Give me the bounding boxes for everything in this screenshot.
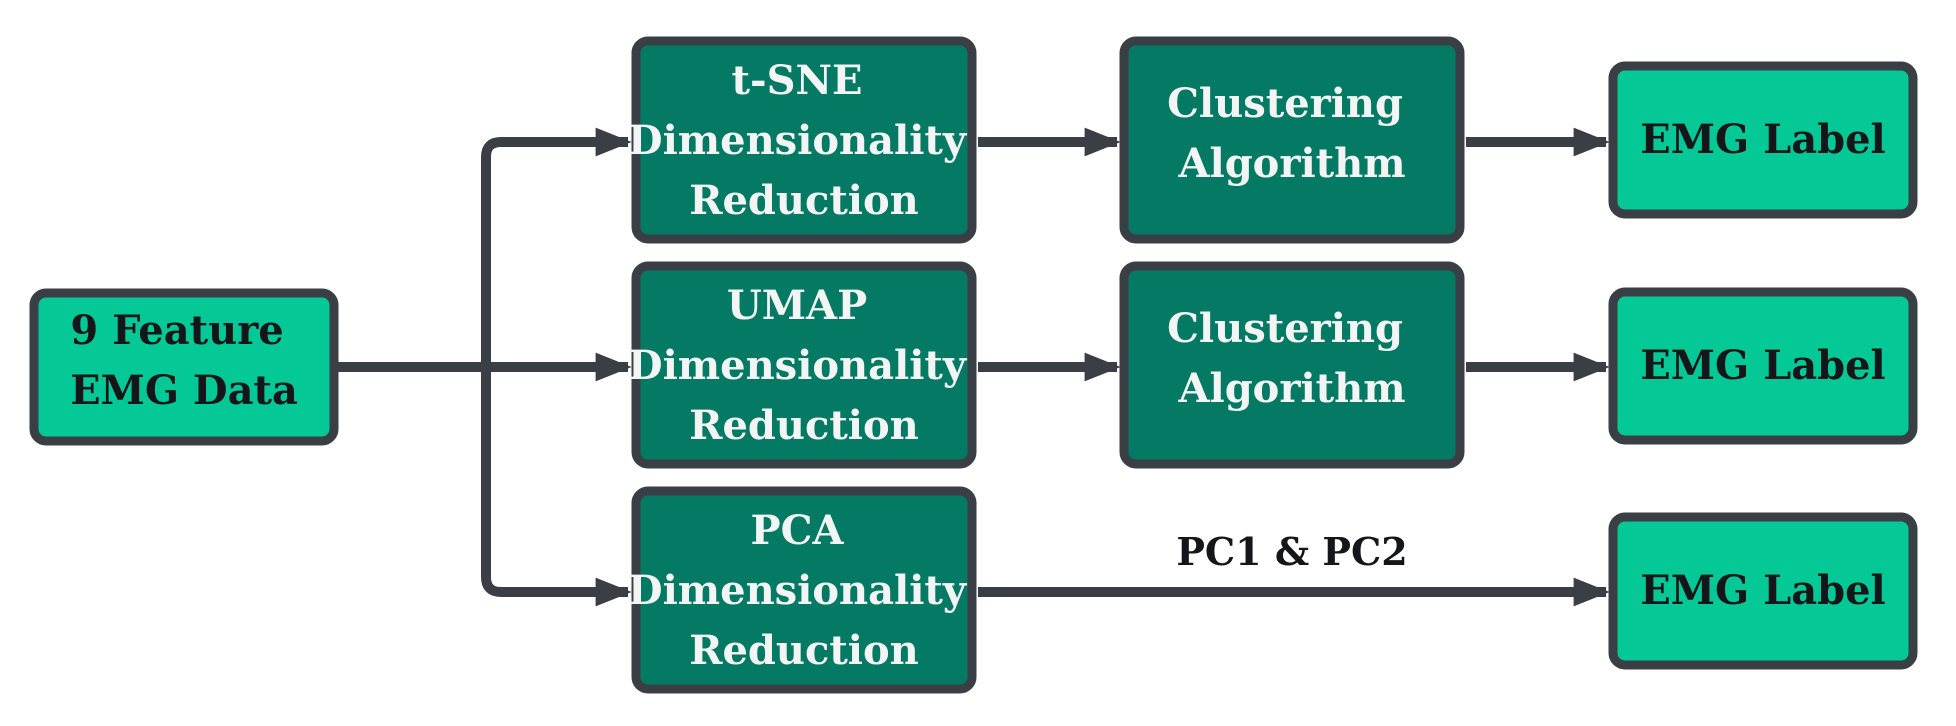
- arrow-branch-to-pca: [481, 367, 632, 607]
- node-emg-data: 9 Feature EMG Data: [29, 288, 339, 446]
- svg-text:UMAP Dimensionality: UMAP Dimensionality Reduction: [628, 282, 980, 449]
- node-clustering-tsne-line-1: Clustering: [1167, 80, 1403, 127]
- arrow-branch-to-tsne: [481, 127, 632, 367]
- node-clustering-umap: Clustering Algorithm: [1119, 261, 1465, 469]
- node-pca-line-2: Dimensionality: [628, 567, 968, 614]
- node-emg-label-pca-text: EMG Label: [1640, 567, 1886, 614]
- node-pca-line-1: PCA: [751, 507, 845, 554]
- svg-text:Clustering Algorithm: Clustering Algorithm: [1167, 305, 1417, 412]
- node-emg-label-umap: EMG Label: [1608, 287, 1918, 445]
- node-umap-line-1: UMAP: [727, 282, 867, 329]
- node-clustering-tsne: Clustering Algorithm: [1119, 36, 1465, 244]
- node-pca-line-3: Reduction: [689, 627, 919, 674]
- node-clustering-tsne-line-2: Algorithm: [1177, 140, 1405, 187]
- node-tsne-line-1: t-SNE: [732, 57, 863, 104]
- node-umap-line-3: Reduction: [689, 402, 919, 449]
- connectors: [336, 127, 1610, 607]
- node-emg-label-tsne: EMG Label: [1608, 61, 1918, 219]
- node-clustering-umap-line-2: Algorithm: [1177, 365, 1405, 412]
- node-tsne-line-2: Dimensionality: [628, 117, 968, 164]
- node-emg-label-tsne-text: EMG Label: [1640, 116, 1886, 163]
- node-emg-data-line-1: 9 Feature: [70, 307, 283, 354]
- node-tsne-line-3: Reduction: [689, 177, 919, 224]
- svg-text:PCA Dimensionality: PCA Dimensionality Reduction: [628, 507, 980, 674]
- node-umap-reduction: UMAP Dimensionality Reduction: [628, 261, 980, 469]
- node-pca-reduction: PCA Dimensionality Reduction: [628, 486, 980, 694]
- edge-label-pc1-pc2: PC1 & PC2: [1176, 529, 1407, 574]
- node-tsne-reduction: t-SNE Dimensionality Reduction: [628, 36, 980, 244]
- node-emg-label-pca: EMG Label: [1608, 512, 1918, 670]
- node-clustering-umap-line-1: Clustering: [1167, 305, 1403, 352]
- node-emg-label-umap-text: EMG Label: [1640, 342, 1886, 389]
- node-emg-data-line-2: EMG Data: [70, 367, 298, 414]
- svg-text:t-SNE Dimensionality: t-SNE Dimensionality Reduction: [628, 57, 980, 224]
- svg-text:9 Feature EMG Data: 9 Feature EMG Data: [70, 307, 298, 414]
- node-umap-line-2: Dimensionality: [628, 342, 968, 389]
- svg-text:Clustering Algorithm: Clustering Algorithm: [1167, 80, 1417, 187]
